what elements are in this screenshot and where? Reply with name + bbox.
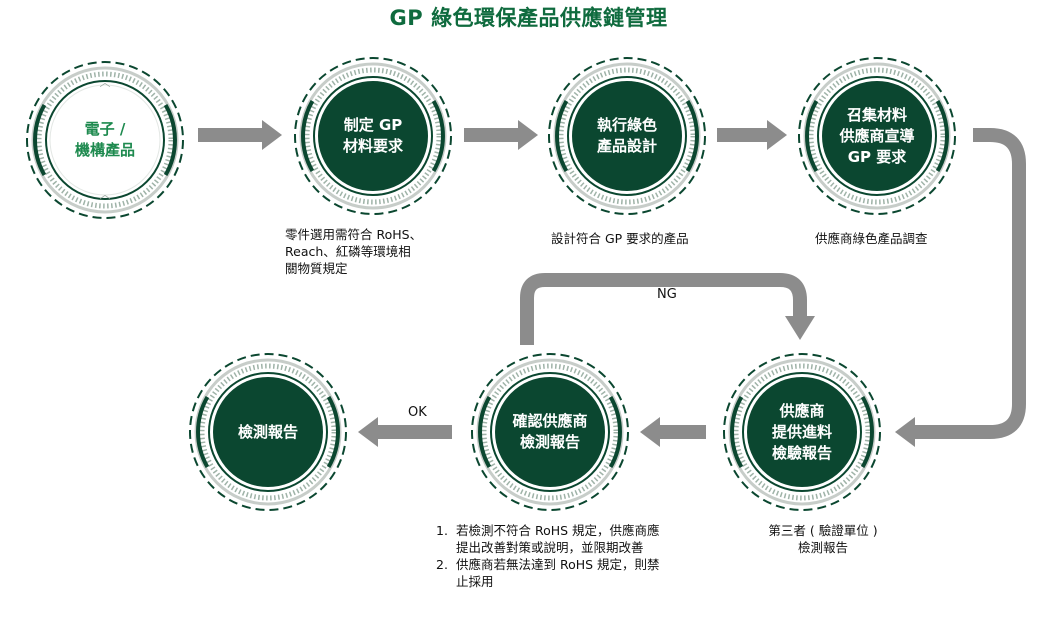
accent-arc <box>33 104 47 176</box>
chevron-up-icon: ︿ <box>99 188 111 201</box>
arrow-head <box>640 417 660 447</box>
node-disc <box>495 377 605 487</box>
hatched-ring <box>36 71 174 209</box>
node-label: 制定 GP 材料要求 <box>342 116 403 155</box>
inner-ring <box>313 76 433 196</box>
node-define-gp-requirements: 制定 GP 材料要求 <box>303 66 443 206</box>
hatched-ring <box>481 363 619 501</box>
node-label: 執行綠色 產品設計 <box>596 116 657 155</box>
node-disc <box>822 81 932 191</box>
hatched-ring <box>558 67 696 205</box>
accent-arc <box>860 396 874 468</box>
node-disc <box>747 377 857 487</box>
node-disc <box>213 377 323 487</box>
arrow-shaft <box>198 128 264 142</box>
note-define-gp: 零件選用需符合 RoHS、 Reach、紅磷等環境相 關物質規定 <box>285 227 423 276</box>
accent-arc <box>935 100 949 172</box>
accent-arc <box>478 396 492 468</box>
node-label: 檢測報告 <box>237 422 298 441</box>
arrow-shaft <box>464 128 520 142</box>
accent-arc <box>163 104 177 176</box>
node-supplier-briefing: 召集材料 供應商宣導 GP 要求 <box>807 66 947 206</box>
node-verify-supplier-report: 確認供應商 檢測報告 <box>480 362 620 502</box>
outer-dashed-ring <box>294 57 452 215</box>
accent-arc <box>301 100 315 172</box>
accent-arc <box>431 100 445 172</box>
inner-ring <box>208 372 328 492</box>
gray-ring <box>299 62 447 210</box>
node-electronic-products: ︿ 電子 / 機構產品 ︿ <box>35 70 175 210</box>
note-verify-rules: 1.若檢測不符合 RoHS 規定，供應商應提出改善對策或說明，並限期改善 2.供… <box>436 522 664 590</box>
node-test-report: 檢測報告 <box>198 362 338 502</box>
gray-ring <box>31 66 179 214</box>
flow-label-ng: NG <box>657 287 677 302</box>
accent-arc <box>196 396 210 468</box>
inner-ring <box>490 372 610 492</box>
flow-label-ok: OK <box>408 405 427 420</box>
accent-arc <box>685 100 699 172</box>
accent-arc <box>730 396 744 468</box>
hatched-ring <box>304 67 442 205</box>
node-disc <box>318 81 428 191</box>
note-supplier-survey: 供應商綠色產品調查 <box>815 231 928 246</box>
arrow-head <box>518 120 538 150</box>
outer-dashed-ring <box>189 353 347 511</box>
page-title: GP 綠色環保產品供應鏈管理 <box>389 6 668 30</box>
gray-ring <box>194 358 342 506</box>
accent-arc <box>805 100 819 172</box>
inner-ring <box>567 76 687 196</box>
accent-arc <box>555 100 569 172</box>
arrow-head <box>767 120 787 150</box>
node-disc <box>572 81 682 191</box>
arrow-loop <box>915 128 1026 439</box>
outer-dashed-ring <box>26 61 184 219</box>
node-label: 供應商 提供進料 檢驗報告 <box>771 401 832 462</box>
node-supplier-inspection-report: 供應商 提供進料 檢驗報告 <box>732 362 872 502</box>
gray-ring <box>728 358 876 506</box>
node-label: 電子 / 機構產品 <box>74 120 135 159</box>
note-third-party-report: 第三者 ( 驗證單位 ) 檢測報告 <box>768 523 878 555</box>
accent-arc <box>608 396 622 468</box>
arrow-shaft <box>658 425 706 439</box>
accent-arc <box>326 396 340 468</box>
node-label: 召集材料 供應商宣導 GP 要求 <box>839 105 915 166</box>
node-disc <box>49 84 161 196</box>
outer-dashed-ring <box>723 353 881 511</box>
note-green-design: 設計符合 GP 要求的產品 <box>551 231 689 246</box>
outer-dashed-ring <box>471 353 629 511</box>
arrow-shaft <box>376 425 452 439</box>
arrow-head <box>358 417 378 447</box>
outer-dashed-ring <box>548 57 706 215</box>
arrow-head <box>895 417 915 447</box>
arrow-ng-loop <box>520 273 807 345</box>
list-item: 2.供應商若無法達到 RoHS 規定，則禁止採用 <box>436 557 660 589</box>
node-label: 確認供應商 檢測報告 <box>512 412 588 451</box>
arrow-shaft <box>717 128 769 142</box>
outer-dashed-ring <box>798 57 956 215</box>
hatched-ring <box>733 363 871 501</box>
note-list: 1.若檢測不符合 RoHS 規定，供應商應提出改善對策或說明，並限期改善 2.供… <box>436 522 664 590</box>
gray-ring <box>553 62 701 210</box>
hatched-ring <box>808 67 946 205</box>
list-item: 1.若檢測不符合 RoHS 規定，供應商應提出改善對策或說明，並限期改善 <box>436 523 660 555</box>
gray-ring <box>803 62 951 210</box>
arrow-head <box>262 120 282 150</box>
gray-ring <box>476 358 624 506</box>
inner-ring <box>45 80 165 200</box>
arrow-head <box>785 316 815 340</box>
chevron-up-icon: ︿ <box>99 76 111 89</box>
inner-ring <box>742 372 862 492</box>
hatched-ring <box>199 363 337 501</box>
inner-ring <box>817 76 937 196</box>
node-green-product-design: 執行綠色 產品設計 <box>557 66 697 206</box>
